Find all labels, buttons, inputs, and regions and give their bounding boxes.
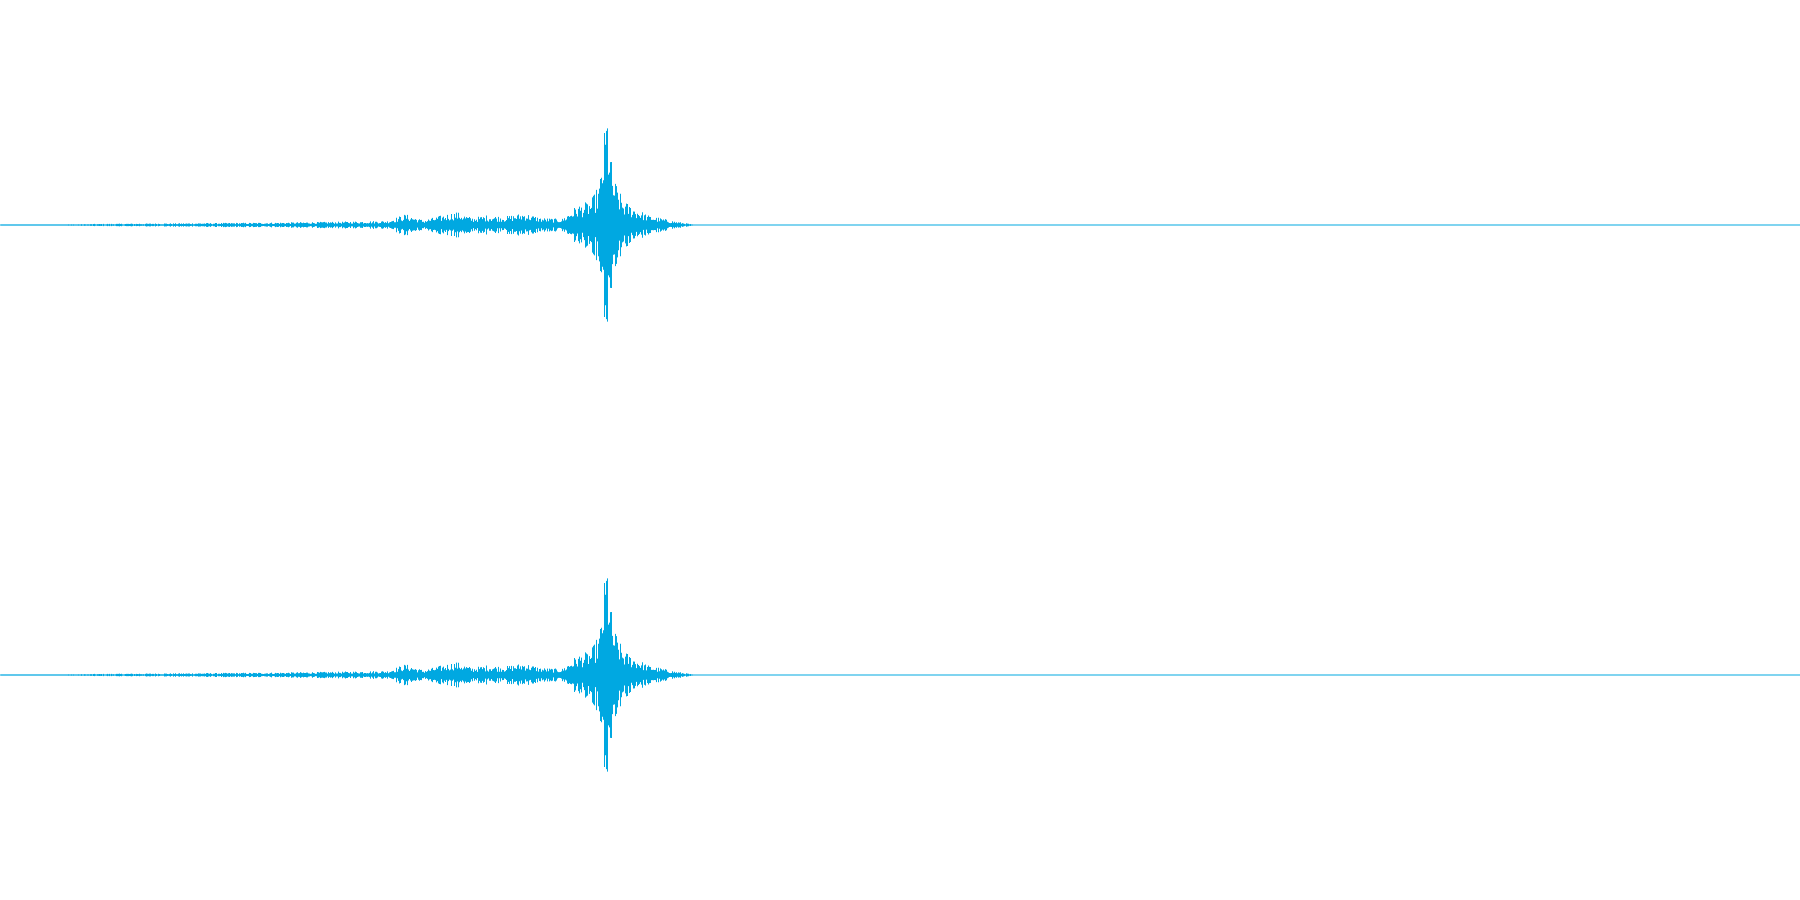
waveform-channel-left bbox=[0, 128, 1800, 322]
waveform-signal bbox=[1, 578, 693, 772]
waveform-signal bbox=[1, 128, 693, 322]
waveform-channel-right bbox=[0, 578, 1800, 772]
